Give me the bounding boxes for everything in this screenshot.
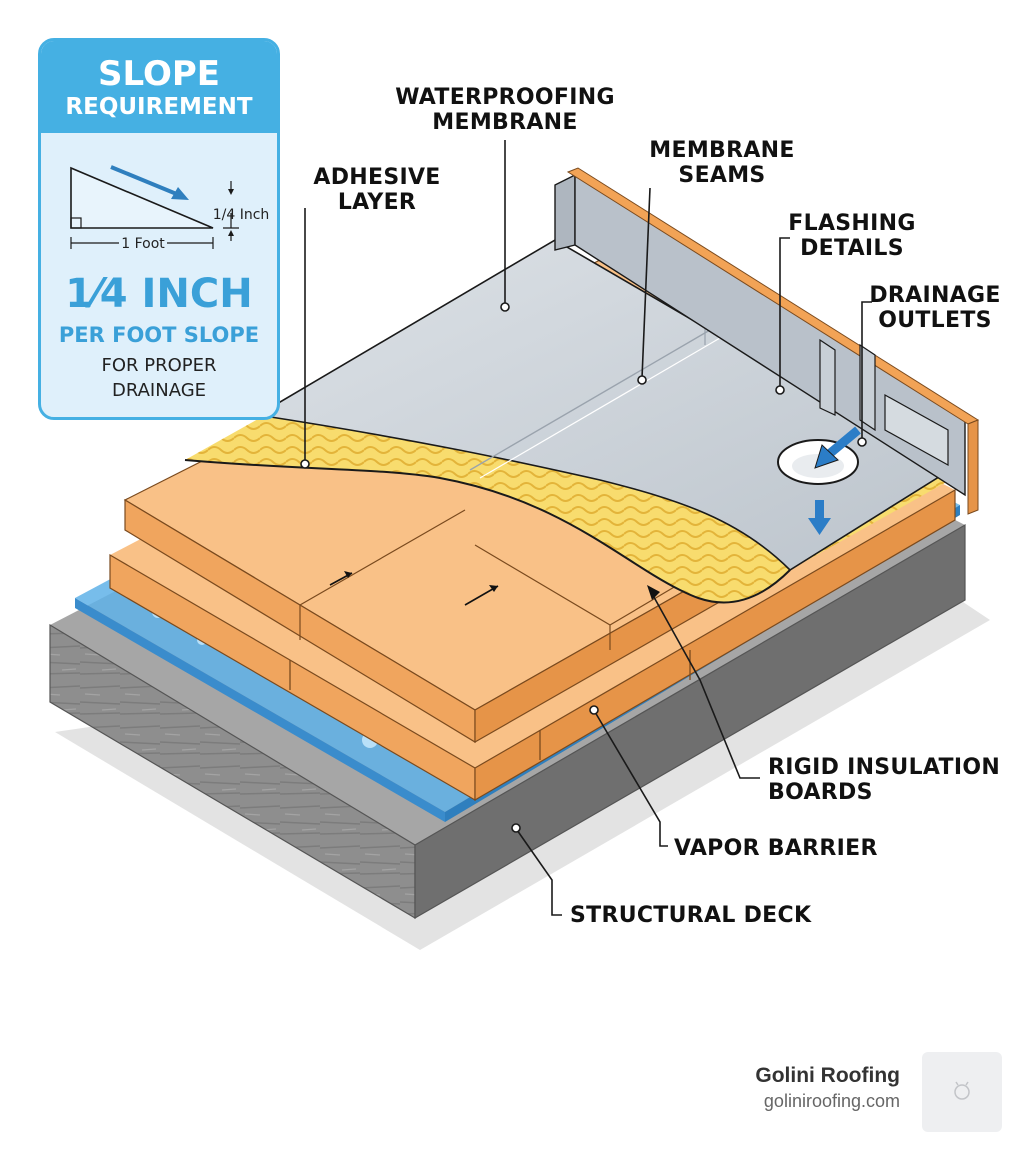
- slope-requirement-card: SLOPE REQUIREMENT 1/4 Inch 1 Foot 1⁄4 IN…: [38, 38, 280, 420]
- label-waterproofing-line1: WATERPROOFING: [395, 85, 615, 110]
- slope-arrow-icon: [110, 165, 180, 197]
- slope-rise-label: 1/4 Inch: [213, 207, 270, 223]
- label-flashing-line1: FLASHING: [788, 211, 915, 236]
- slope-per-foot: PER FOOT SLOPE: [58, 323, 260, 347]
- leader-lines: [300, 140, 872, 916]
- slope-card-header: SLOPE REQUIREMENT: [41, 41, 277, 133]
- label-rigid-line1: RIGID INSULATION: [768, 755, 1000, 780]
- label-drainage-line1: DRAINAGE: [869, 283, 1000, 308]
- slope-triangle: [70, 166, 214, 229]
- label-seams-line1: MEMBRANE: [649, 138, 794, 163]
- drainage-outlet: [777, 426, 861, 535]
- label-adhesive-line1: ADHESIVE: [313, 165, 440, 190]
- brand-logo-icon: [954, 1081, 970, 1100]
- slope-card-title: SLOPE: [98, 54, 220, 94]
- label-drainage-line2: OUTLETS: [878, 308, 992, 333]
- brand-block: Golini Roofing goliniroofing.com: [700, 1062, 900, 1112]
- label-flashing-line2: DETAILS: [800, 236, 904, 261]
- label-seams-line2: SEAMS: [678, 163, 765, 188]
- slope-note: FOR PROPER DRAINAGE: [41, 353, 277, 403]
- parapet-flashing: [554, 167, 980, 515]
- brand-url[interactable]: goliniroofing.com: [763, 1091, 900, 1111]
- slope-triangle-figure: 1/4 Inch 1 Foot: [70, 165, 270, 252]
- label-structural-deck: STRUCTURAL DECK: [570, 903, 812, 928]
- callout-labels: WATERPROOFING MEMBRANE ADHESIVE LAYER ME…: [313, 85, 1000, 928]
- slope-note-line2: DRAINAGE: [111, 380, 207, 401]
- waterproofing-membrane: [255, 239, 952, 572]
- label-adhesive-line2: LAYER: [338, 190, 416, 215]
- label-vapor-barrier: VAPOR BARRIER: [674, 836, 878, 861]
- slope-run-label: 1 Foot: [121, 236, 165, 252]
- slope-note-line1: FOR PROPER: [101, 355, 217, 376]
- label-rigid-line2: BOARDS: [768, 780, 873, 805]
- slope-value: 1⁄4 INCH: [65, 271, 253, 317]
- brand-name: Golini Roofing: [755, 1064, 900, 1087]
- label-waterproofing-line2: MEMBRANE: [432, 110, 577, 135]
- brand-logo: [922, 1052, 1002, 1132]
- slope-card-subtitle: REQUIREMENT: [65, 94, 253, 120]
